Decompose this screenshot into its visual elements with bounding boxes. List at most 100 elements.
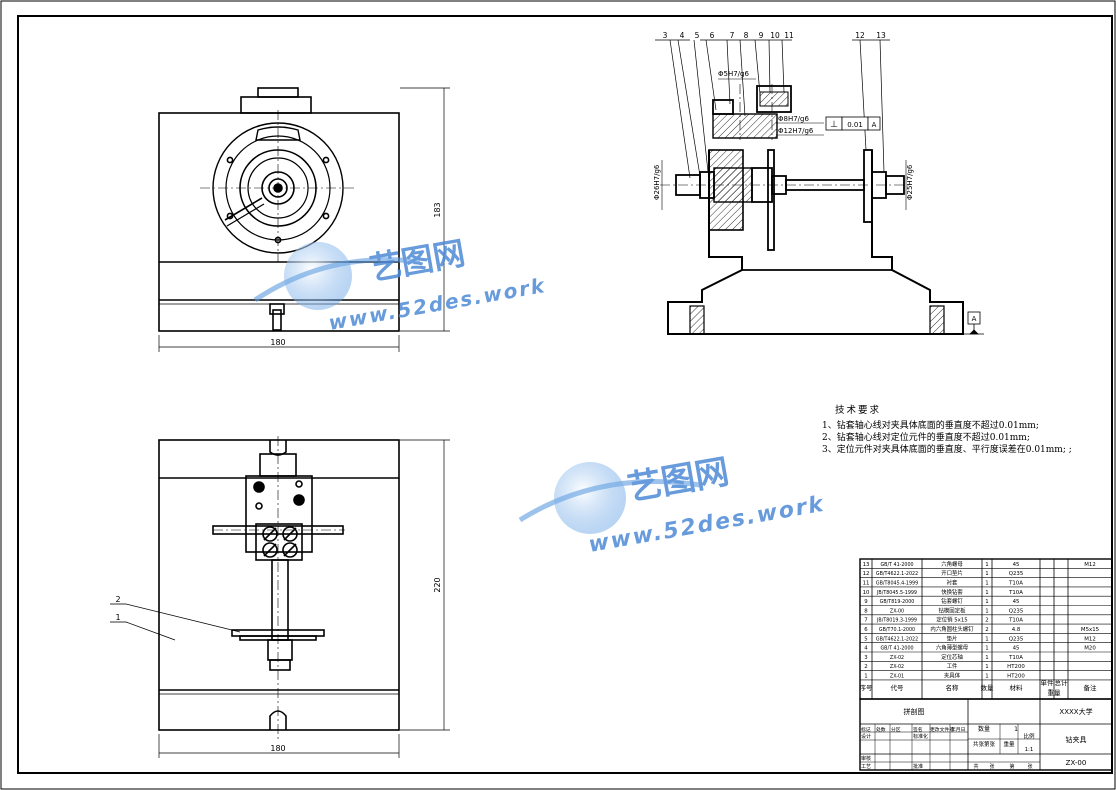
bom-cell-no: 1: [864, 674, 867, 680]
section-fit-annotations: Φ5H7/g6 Φ8H7/g6 Φ12H7/g6 Φ26H7/g6 Φ25H7/…: [653, 70, 914, 200]
qty-label: 数量: [978, 725, 990, 733]
top-view: [158, 87, 400, 332]
mark-label: 共张第张: [973, 740, 996, 748]
bom-cell-code: ZX-01: [890, 674, 904, 680]
balloon-9: 9: [759, 31, 764, 40]
bom-cell-qty: 1: [985, 581, 988, 587]
bom-cell-no: 10: [863, 590, 870, 596]
stage-total: 共: [973, 763, 978, 770]
bom-header-single: 单件: [1041, 678, 1055, 687]
bom-cell-code: ZX-02: [890, 664, 904, 670]
bom-cell-material: 4.8: [1012, 627, 1021, 633]
bom-cell-no: 13: [863, 562, 870, 568]
weight-label: 重量: [1003, 740, 1015, 748]
fit-phi8: Φ8H7/g6: [778, 115, 809, 123]
drawing-number: ZX-00: [1066, 759, 1087, 767]
inner-border: [17, 15, 1113, 774]
bom-header-total: 总计: [1055, 678, 1069, 687]
top-view-dimensions: [158, 87, 450, 352]
fit-leaders: [661, 78, 907, 210]
role-design: 设计: [861, 733, 871, 740]
plan-view-centerlines: [213, 436, 345, 740]
bom-cell-no: 3: [864, 655, 867, 661]
balloon-12: 12: [855, 31, 865, 40]
bom-cell-no: 11: [863, 581, 870, 587]
bom-cell-qty: 1: [985, 562, 988, 568]
section-centerlines: [660, 84, 912, 186]
tolerance-datum: A: [872, 121, 877, 129]
bom-cell-note: M12: [1084, 636, 1096, 642]
bom-cell-qty: 1: [985, 674, 988, 680]
tolerance-symbol: ⊥: [830, 120, 838, 130]
stage-no: 第: [1009, 763, 1014, 770]
balloon-4: 4: [680, 31, 685, 40]
datum-label: A: [972, 315, 977, 323]
fit-phi26: Φ26H7/g6: [653, 164, 661, 200]
bom-cell-qty: 1: [985, 655, 988, 661]
bom-cell-material: HT200: [1007, 674, 1025, 680]
balloon-7: 7: [730, 31, 735, 40]
bom-cell-material: 45: [1013, 646, 1020, 652]
datum-symbol: [963, 311, 984, 335]
drawing-name: 拼剖图: [904, 707, 925, 716]
bom-cell-note: M20: [1084, 646, 1096, 652]
bom-cell-code: GB/T819-2000: [880, 599, 915, 605]
bom-cell-qty: 1: [985, 599, 988, 605]
bom-header-no: 序号: [860, 683, 874, 692]
bom-cell-name: 内六角圆柱头螺钉: [930, 625, 974, 633]
bom-cell-no: 6: [864, 627, 868, 633]
balloon-13: 13: [876, 31, 886, 40]
bom-cell-code: ZX-02: [890, 655, 904, 661]
bom-header-material: 材料: [1010, 683, 1024, 692]
top-view-height-dim: 183: [433, 202, 442, 217]
bom-header-qty: 数量: [981, 683, 995, 692]
bom-cell-name: 六角螺母: [941, 560, 963, 568]
bom-cell-material: Q235: [1009, 571, 1024, 577]
bom-cell-no: 8: [864, 608, 868, 614]
rev-sign: 签名: [913, 726, 923, 733]
bom-cell-name: 衬套: [947, 579, 958, 587]
bom-cell-material: Q235: [1009, 636, 1024, 642]
bom-cell-no: 2: [864, 664, 867, 670]
tech-requirement-2: 2、钻套轴心线对定位元件的垂直度不超过0.01mm;: [822, 431, 1030, 443]
std-label: 标准化: [913, 733, 928, 740]
rev-mark: 标记: [861, 726, 871, 733]
balloon-10: 10: [770, 31, 780, 40]
balloon-11: 11: [784, 31, 794, 40]
bom-cell-no: 7: [864, 618, 867, 624]
bom-cell-code: JB/T8019.3-1999: [876, 618, 917, 624]
tolerance-value: 0.01: [847, 121, 863, 129]
school-name: XXXX大学: [1059, 707, 1092, 716]
rev-zone: 分区: [891, 726, 901, 733]
revision-header: 标记 处数 分区 更改文件号 签名 年月日: [861, 726, 965, 733]
bom-cell-qty: 1: [985, 646, 988, 652]
bom-cell-qty: 2: [985, 618, 988, 624]
bom-cell-qty: 1: [985, 608, 988, 614]
plan-view: [158, 439, 400, 731]
bom-cell-note: M12: [1084, 562, 1096, 568]
bom-cell-name: 快换钻套: [941, 588, 963, 596]
bom-header: 序号 代号 名称 数量 材料 单件 总计 重量 备注: [860, 678, 1098, 697]
bom-header-weight: 重量: [1048, 689, 1062, 697]
plan-view-width-dim: 180: [270, 744, 285, 753]
tech-requirement-1: 1、钻套轴心线对夹具体底面的垂直度不超过0.01mm;: [822, 419, 1039, 431]
balloon-3: 3: [663, 31, 668, 40]
bom-cell-code: GB/T 41-2000: [880, 646, 913, 652]
section-balloons: 3 4 5 6 7 8 9 10 11 12 13: [663, 31, 886, 40]
watermark-2: 艺图网 www.52des.work: [518, 452, 827, 558]
bom-cell-material: T10A: [1008, 618, 1023, 624]
tech-requirements-title: 技术要求: [835, 404, 881, 416]
scale-value: 1:1: [1025, 747, 1034, 753]
bom-cell-code: GB/T4622.1-2022: [876, 636, 918, 642]
top-view-width-dim: 180: [270, 338, 285, 347]
plan-balloon-2: 2: [115, 595, 120, 604]
